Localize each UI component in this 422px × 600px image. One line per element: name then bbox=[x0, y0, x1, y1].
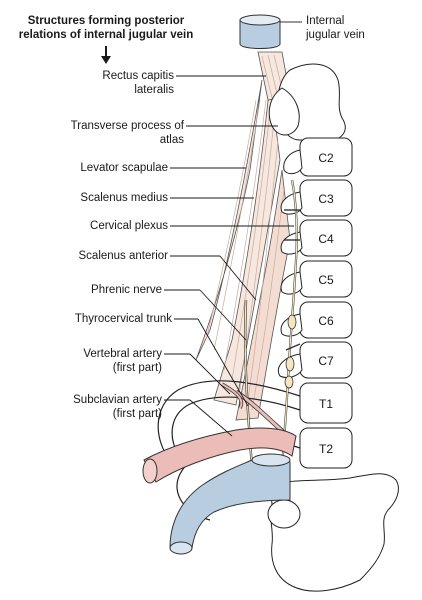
vertebral-column bbox=[157, 63, 399, 592]
atlas-transverse-process bbox=[268, 87, 300, 136]
heading-line-1: Structures forming posterior bbox=[27, 15, 185, 27]
neck-muscles bbox=[195, 79, 291, 421]
label-phrenic-nerve: Phrenic nerve bbox=[91, 284, 162, 296]
vertebra-label: T2 bbox=[318, 442, 333, 456]
label-rectus-capitis-lateralis: Rectus capitis lateralis bbox=[102, 69, 174, 97]
label-subclavian-line-1: Subclavian artery bbox=[73, 394, 162, 406]
scalenus-anterior-muscle bbox=[235, 169, 291, 421]
subclavian-artery bbox=[143, 427, 297, 483]
label-vertebral-artery: Vertebral artery (first part) bbox=[83, 347, 162, 375]
legend-label: Internal jugular vein bbox=[306, 14, 365, 42]
levator-scapulae-muscle bbox=[195, 79, 263, 361]
label-transverse-line-2: atlas bbox=[159, 134, 184, 146]
vertebra-label: C2 bbox=[318, 151, 334, 165]
internal-jugular-vein bbox=[169, 456, 291, 549]
label-vertebral-line-1: Vertebral artery bbox=[83, 348, 162, 360]
down-arrow-icon bbox=[101, 46, 111, 64]
label-thyrocervical-trunk: Thyrocervical trunk bbox=[74, 313, 172, 325]
label-scalenus-medius: Scalenus medius bbox=[80, 192, 168, 204]
vertebra-label: C3 bbox=[318, 192, 334, 206]
label-cervical-plexus: Cervical plexus bbox=[90, 220, 168, 232]
label-levator-scapulae: Levator scapulae bbox=[80, 162, 168, 174]
label-rectus-line-2: lateralis bbox=[134, 84, 174, 96]
scalenus-medius-muscle bbox=[213, 81, 281, 406]
label-subclavian-line-2: (first part) bbox=[112, 408, 162, 420]
figure-heading: Structures forming posterior relations o… bbox=[2, 14, 210, 42]
legend-line-1: Internal bbox=[306, 15, 345, 27]
vertebra-label: C7 bbox=[318, 354, 334, 368]
label-rectus-line-1: Rectus capitis bbox=[102, 70, 174, 82]
vertebra-label: C6 bbox=[318, 314, 334, 328]
vertebra-label: T1 bbox=[318, 397, 333, 411]
label-transverse-process-atlas: Transverse process of atlas bbox=[71, 119, 184, 147]
first-rib-sternum bbox=[269, 473, 399, 592]
vein-cylinder-icon bbox=[239, 14, 302, 49]
legend-line-2: jugular vein bbox=[306, 29, 365, 41]
vertebra-label: C5 bbox=[318, 273, 334, 287]
label-subclavian-artery: Subclavian artery (first part) bbox=[73, 393, 162, 421]
heading-line-2: relations of internal jugular vein bbox=[18, 29, 194, 41]
label-scalenus-anterior: Scalenus anterior bbox=[78, 250, 169, 262]
label-vertebral-line-2: (first part) bbox=[112, 362, 162, 374]
leader-lines bbox=[164, 75, 294, 437]
vertebra-label: C4 bbox=[318, 232, 334, 246]
label-transverse-line-1: Transverse process of bbox=[70, 120, 184, 132]
